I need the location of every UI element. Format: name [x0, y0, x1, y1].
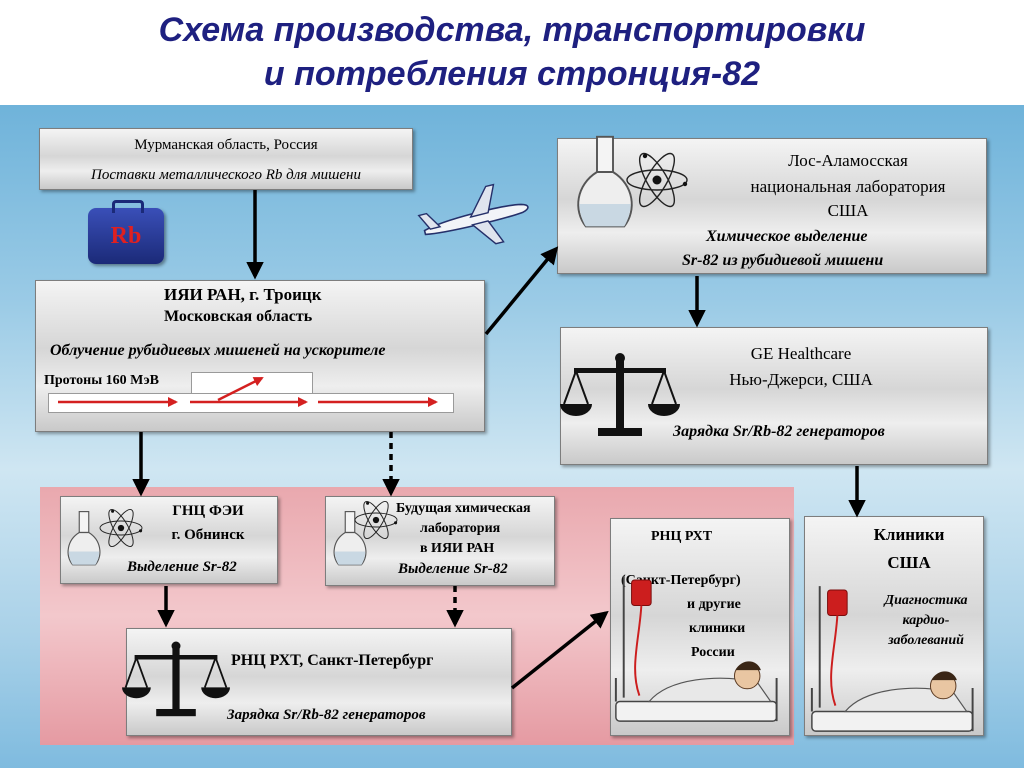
future-lab-line-1: Будущая химическая: [396, 501, 531, 516]
inr-troitsk-box[interactable]: ИЯИ РАН, г. Троицк Московская область Об…: [35, 280, 485, 432]
us-clinics-box[interactable]: Клиники США Диагностика кардио- заболева…: [804, 516, 984, 736]
title-line-2: и потребления стронция-82: [263, 55, 761, 93]
obninsk-box[interactable]: ГНЦ ФЭИ г. Обнинск Выделение Sr-82: [60, 496, 278, 584]
rnc-clinic-line-5: России: [691, 645, 735, 660]
future-lab-line-3: в ИЯИ РАН: [420, 541, 495, 556]
rnc-clinic-box[interactable]: РНЦ РХТ (Санкт-Петербург) и другие клини…: [610, 518, 790, 736]
murmansk-subtitle: Поставки металлического Rb для мишени: [91, 167, 361, 183]
title-line-1: Схема производства, транспортировки: [158, 11, 866, 49]
rnc-charging-box[interactable]: РНЦ РХТ, Санкт-Петербург Зарядка Sr/Rb-8…: [126, 628, 512, 736]
rnc-charging-line-1: РНЦ РХТ, Санкт-Петербург: [231, 652, 434, 669]
rb-label: Rb: [110, 223, 142, 249]
obninsk-line-3: Выделение Sr-82: [127, 559, 237, 575]
los-alamos-line-3: США: [827, 201, 869, 220]
obninsk-line-2: г. Обнинск: [171, 527, 245, 543]
ge-line-2: Нью-Джерси, США: [729, 370, 873, 389]
rnc-clinic-line-1: РНЦ РХТ: [651, 529, 713, 544]
inr-irradiation: Облучение рубидиевых мишеней на ускорите…: [50, 342, 386, 359]
page-title: Схема производства, транспортировки и по…: [0, 8, 1024, 96]
ge-line-1: GE Healthcare: [750, 344, 852, 363]
los-alamos-line-4: Химическое выделение: [706, 228, 868, 245]
los-alamos-line-1: Лос-Аламосская: [788, 151, 908, 170]
ge-line-3: Зарядка Sr/Rb-82 генераторов: [673, 423, 885, 440]
beam-window: [191, 372, 313, 394]
us-clinics-line-3: Диагностика: [884, 593, 968, 608]
inr-protons: Протоны 160 МэВ: [44, 373, 159, 388]
inr-region: Московская область: [164, 308, 313, 325]
rnc-clinic-line-2: (Санкт-Петербург): [621, 573, 741, 588]
future-lab-box[interactable]: Будущая химическая лаборатория в ИЯИ РАН…: [325, 496, 555, 586]
us-clinics-line-1: Клиники: [873, 525, 945, 544]
murmansk-box[interactable]: Мурманская область, Россия Поставки мета…: [39, 128, 413, 190]
obninsk-line-1: ГНЦ ФЭИ: [172, 503, 244, 519]
us-clinics-line-2: США: [887, 553, 931, 572]
rnc-charging-line-2: Зарядка Sr/Rb-82 генераторов: [227, 707, 426, 723]
inr-title: ИЯИ РАН, г. Троицк: [164, 285, 322, 304]
los-alamos-box[interactable]: Лос-Аламосская национальная лаборатория …: [557, 138, 987, 274]
los-alamos-line-5: Sr-82 из рубидиевой мишени: [682, 252, 884, 269]
future-lab-line-4: Выделение Sr-82: [398, 561, 508, 577]
us-clinics-line-4: кардио-: [902, 613, 950, 628]
suitcase-icon: Rb: [88, 200, 164, 264]
rnc-clinic-line-3: и другие: [687, 597, 741, 612]
los-alamos-line-2: национальная лаборатория: [750, 177, 946, 196]
rnc-clinic-line-4: клиники: [689, 621, 746, 636]
us-clinics-line-5: заболеваний: [888, 633, 964, 648]
ge-healthcare-box[interactable]: GE Healthcare Нью-Джерси, США Зарядка Sr…: [560, 327, 988, 465]
murmansk-title: Мурманская область, Россия: [134, 137, 318, 153]
beam-line: [48, 393, 454, 413]
future-lab-line-2: лаборатория: [420, 521, 501, 536]
